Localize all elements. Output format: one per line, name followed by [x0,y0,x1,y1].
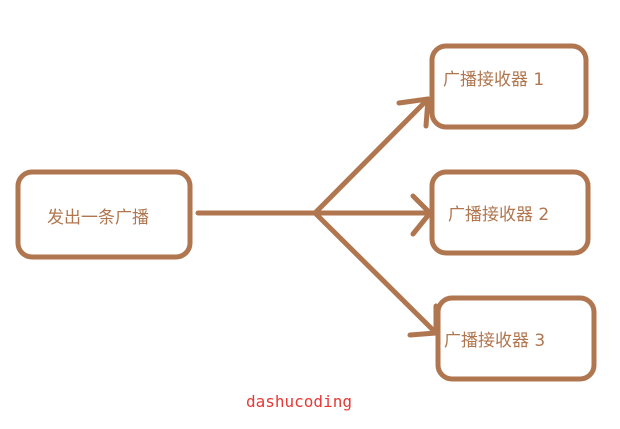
watermark-text: dashucoding [246,392,352,411]
sender-box [15,169,193,260]
receiver-box-1 [429,43,589,130]
arrow-line-3 [312,210,439,336]
receiver-box-3 [435,295,597,382]
sender-label: 发出一条广播 [47,208,149,228]
receiver-label-2: 广播接收器 2 [448,205,550,225]
arrow-head-3 [407,303,439,338]
arrow-head-2 [410,193,433,237]
receiver-label-3: 广播接收器 3 [444,331,546,351]
arrow-line-1 [312,96,431,216]
receiver-label-1: 广播接收器 1 [443,70,545,90]
arrow-head-1 [396,96,431,129]
